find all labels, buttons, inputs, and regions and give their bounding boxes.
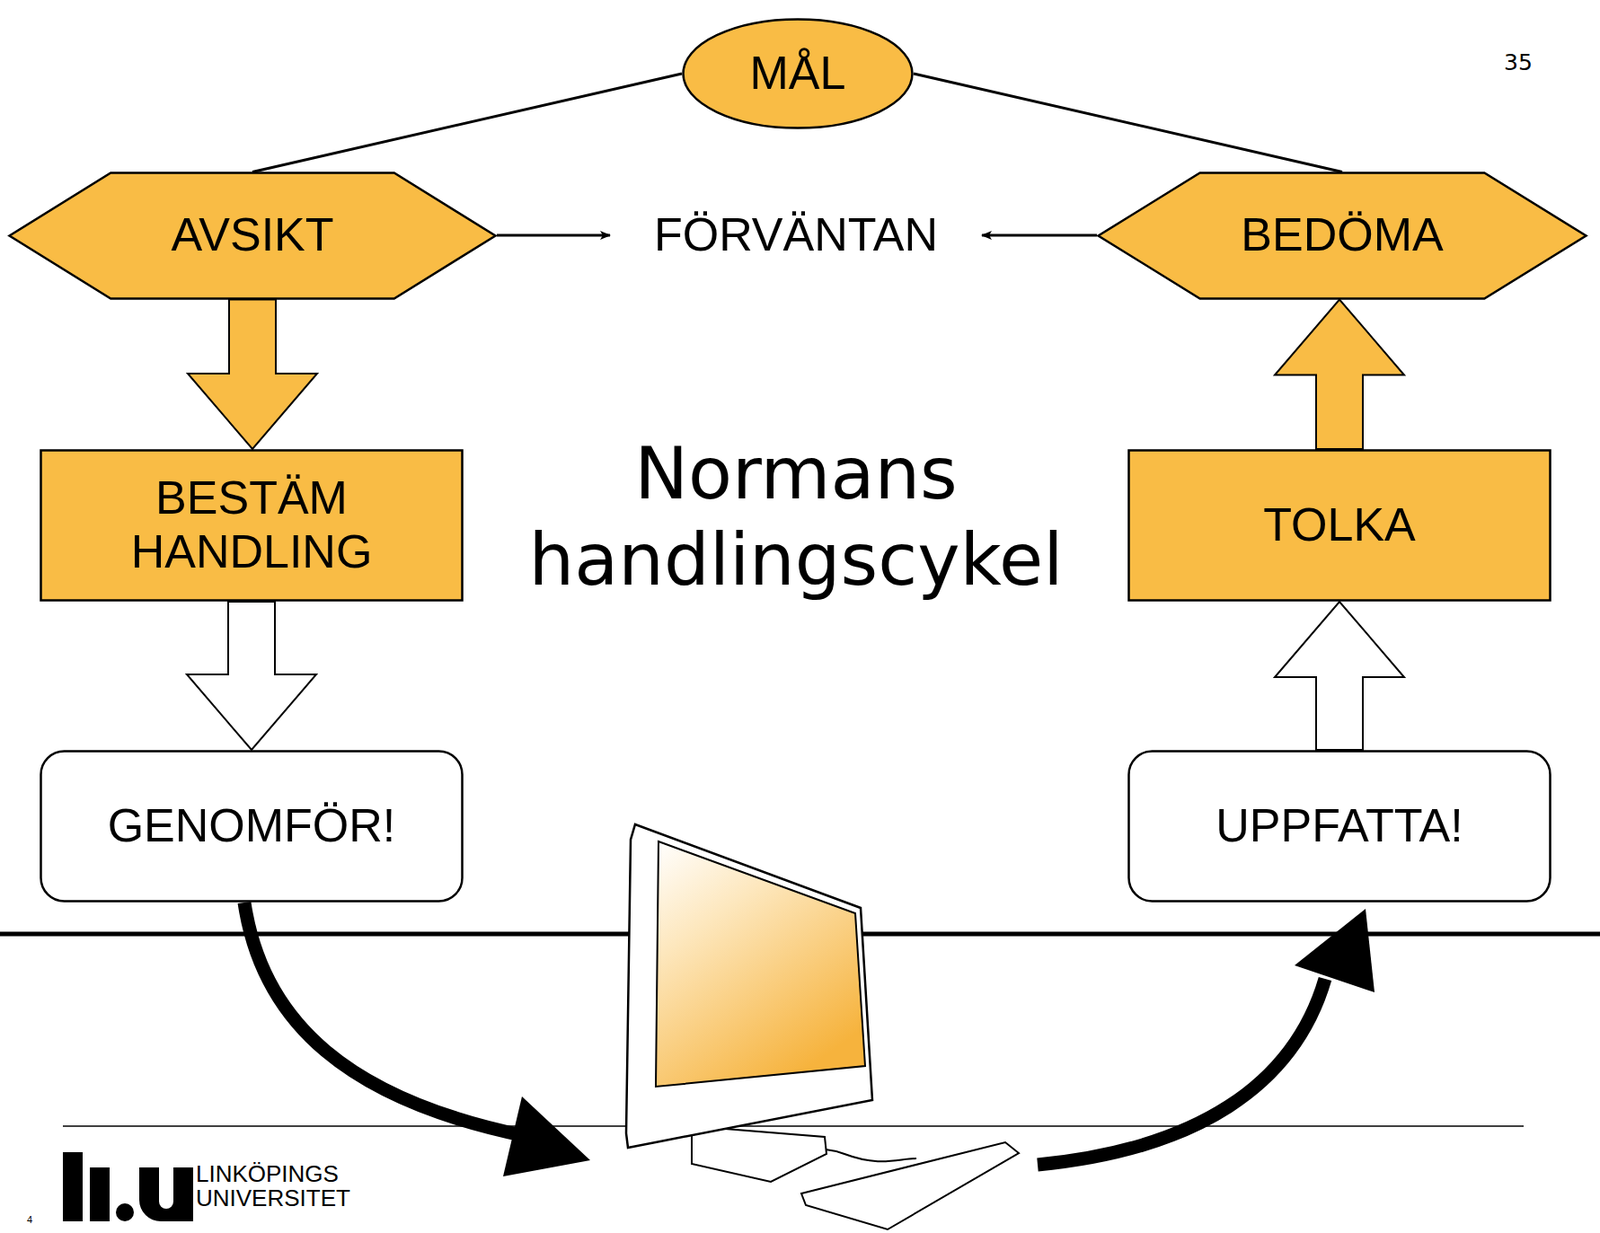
process-box-shape — [1129, 751, 1551, 902]
block-arrow — [186, 601, 317, 751]
process-box-shape — [41, 450, 463, 602]
university-logo — [62, 1152, 194, 1222]
computer — [626, 824, 1019, 1230]
block-arrow — [187, 300, 318, 451]
evaluate-hexagon: BEDÖMA — [1096, 171, 1588, 301]
action-arrow — [244, 902, 591, 1177]
expectation-text-node: FÖRVÄNTAN — [609, 197, 982, 274]
connector-line — [252, 73, 682, 173]
process-box: BESTÄM HANDLING — [39, 449, 464, 602]
feedback-arrow — [1037, 909, 1375, 1166]
block-arrow — [1274, 300, 1405, 451]
intention-hexagon-shape — [9, 172, 496, 299]
node-label: GENOMFÖR! — [107, 799, 397, 854]
evaluate-hexagon-shape — [1098, 172, 1587, 299]
block-arrow — [1274, 601, 1405, 751]
node-label: MÅL — [750, 46, 847, 101]
connector-arrow — [496, 234, 610, 238]
process-box: GENOMFÖR! — [39, 750, 464, 903]
node-label: BEDÖMA — [1240, 208, 1443, 263]
node-label: TOLKA — [1263, 498, 1416, 553]
process-box: TOLKA — [1127, 449, 1552, 602]
process-box: UPPFATTA! — [1127, 750, 1552, 903]
goal-ellipse: MÅL — [681, 17, 914, 130]
node-label: FÖRVÄNTAN — [654, 208, 938, 263]
process-box-shape — [41, 751, 463, 902]
footer-line — [62, 1125, 1524, 1128]
node-label: AVSIKT — [170, 208, 334, 263]
connector-line — [913, 73, 1343, 173]
university-name: LINKÖPINGS UNIVERSITET — [195, 1162, 356, 1212]
page-number: 35 — [1491, 49, 1546, 76]
connector-arrow — [981, 234, 1097, 238]
slide-index: 4 — [26, 1214, 45, 1226]
node-label: BESTÄM HANDLING — [79, 471, 425, 580]
intention-hexagon: AVSIKT — [8, 171, 497, 301]
node-label: UPPFATTA! — [1215, 799, 1463, 854]
goal-ellipse-shape — [683, 19, 913, 129]
diagram-title: Normans handlingscykel — [526, 431, 1066, 604]
process-box-shape — [1129, 450, 1551, 602]
